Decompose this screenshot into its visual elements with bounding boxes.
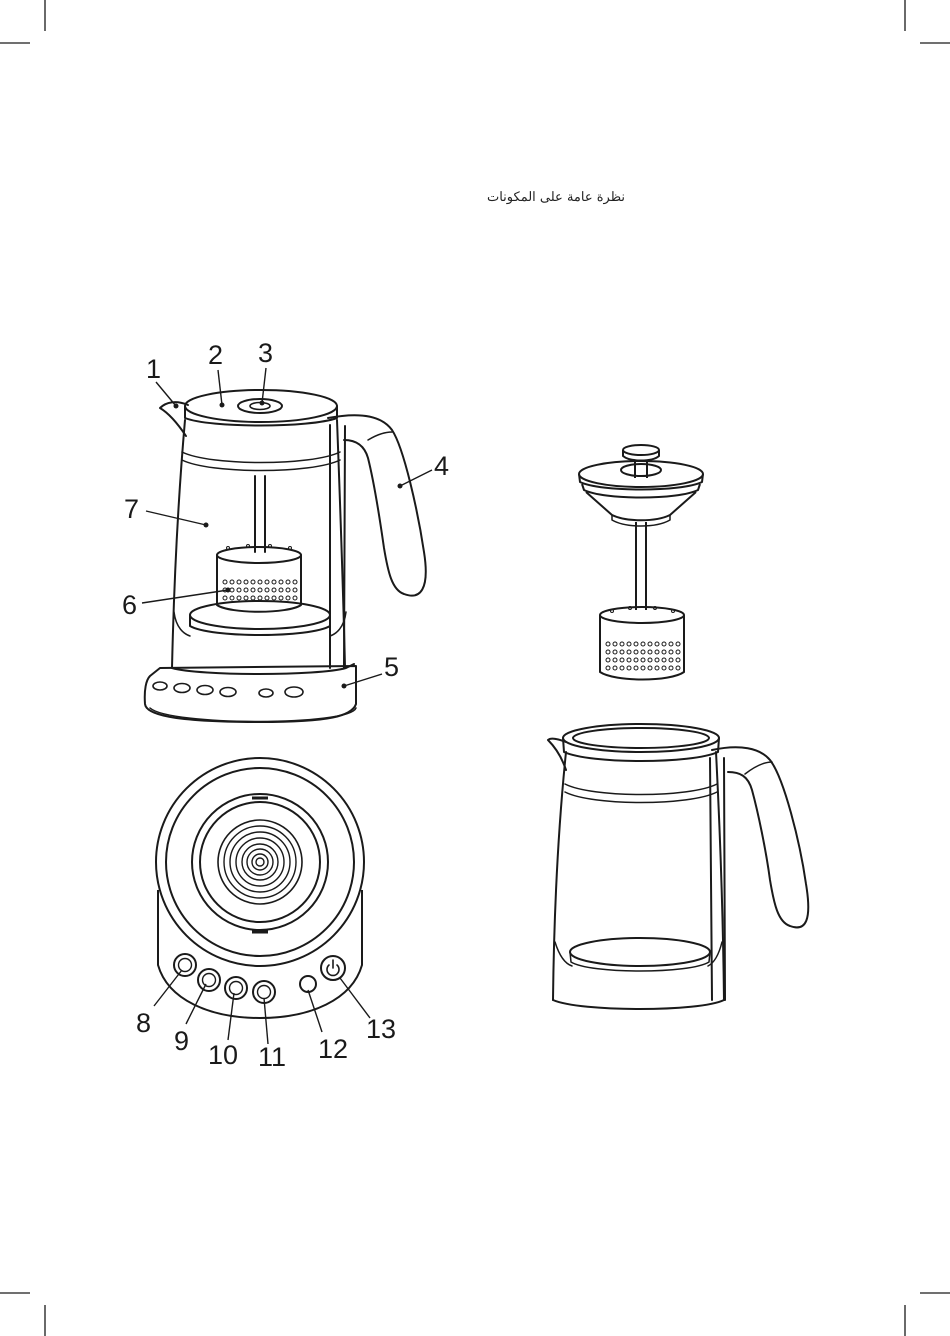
base-station-buttons [153,682,303,697]
infuser-stem [255,476,265,552]
button-8 [174,954,196,976]
callout-1: 1 [146,354,161,384]
jug-handle-grip [745,762,772,774]
glass-jug [548,724,808,1009]
kettle-handle-grip [368,432,392,440]
jug-neck [563,738,719,761]
base-inner-ring [166,768,354,956]
callout-5: 5 [384,652,399,682]
callout-7: 7 [124,494,139,524]
jug-rim-inner [573,728,709,748]
kettle-lower-band [174,612,346,636]
callout-13: 13 [366,1014,396,1044]
callout-10: 10 [208,1040,238,1070]
callout-dots [174,401,403,689]
callout-11: 11 [258,1042,286,1072]
jug-handle [710,747,808,1000]
infuser-perforations [223,545,297,601]
kettle-upper-band [182,452,340,471]
infuser-lid-cone [586,492,696,520]
button-12 [300,976,316,992]
power-icon [327,960,339,975]
callout-12: 12 [318,1034,348,1064]
lid-button [238,399,282,413]
callout-6: 6 [122,590,137,620]
base-top-view [156,758,364,1018]
callout-3: 3 [258,338,273,368]
infuser-basket-perforations [606,607,680,671]
button-10 [225,977,247,999]
kettle-handle [328,415,426,668]
callout-2: 2 [208,340,223,370]
base-outer-ring [156,758,364,966]
infuser-assembly [579,445,703,680]
heating-plate [190,601,330,629]
callout-4: 4 [434,451,449,481]
jug-base [553,1000,724,1009]
base-plate-ring [192,794,328,930]
jug-band [565,784,717,803]
infuser-top [217,547,301,563]
kettle-lid [185,390,337,422]
jug-bottom-inner [570,938,710,966]
infuser-lid-stem [636,522,646,610]
callout-8: 8 [136,1008,151,1038]
infuser-knob [623,445,659,455]
button-9 [198,969,220,991]
callout-9: 9 [174,1026,189,1056]
